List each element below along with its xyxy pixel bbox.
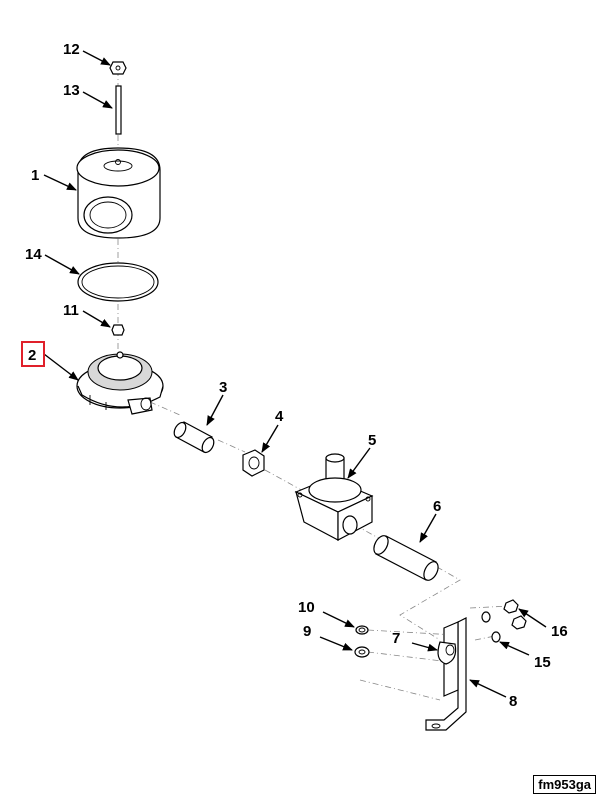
part-9-flat-washer	[354, 646, 370, 658]
part-15-washers	[481, 611, 501, 643]
callout-6: 6	[433, 498, 441, 515]
callout-2: 2	[28, 347, 36, 364]
part-1-cover	[76, 147, 161, 239]
callout-1: 1	[31, 167, 39, 184]
highlight-box-callout-2	[21, 341, 45, 367]
callout-9: 9	[303, 623, 311, 640]
callout-7: 7	[392, 630, 400, 647]
part-7-clamp	[437, 641, 457, 665]
part-3-pipe-nipple	[173, 421, 215, 454]
part-2-diaphragm-body	[76, 351, 164, 415]
part-8-bracket	[425, 617, 467, 731]
callout-labels: 12 13 1 14 11 2 3 4 5 6 10 9 7 8 15 16	[25, 41, 568, 710]
callout-15: 15	[534, 654, 551, 671]
leader-lines	[43, 50, 547, 698]
callout-5: 5	[368, 432, 376, 449]
callout-10: 10	[298, 599, 315, 616]
part-16-nuts	[503, 599, 527, 630]
part-12-nut	[109, 61, 127, 75]
part-14-gasket	[77, 262, 159, 302]
callout-4: 4	[275, 408, 284, 425]
part-5-regulator	[294, 453, 374, 541]
callout-14: 14	[25, 246, 42, 263]
callout-16: 16	[551, 623, 568, 640]
part-13-rod	[115, 85, 122, 135]
callout-12: 12	[63, 41, 80, 58]
callout-8: 8	[509, 693, 517, 710]
part-6-pipe	[373, 535, 439, 581]
part-10-lock-washer	[355, 625, 369, 635]
part-11-nut	[111, 324, 125, 336]
callout-13: 13	[63, 82, 80, 99]
callout-3: 3	[219, 379, 227, 396]
figure-code-label: fm953ga	[533, 775, 596, 794]
callout-11: 11	[63, 302, 79, 319]
part-4-bushing	[242, 449, 265, 477]
